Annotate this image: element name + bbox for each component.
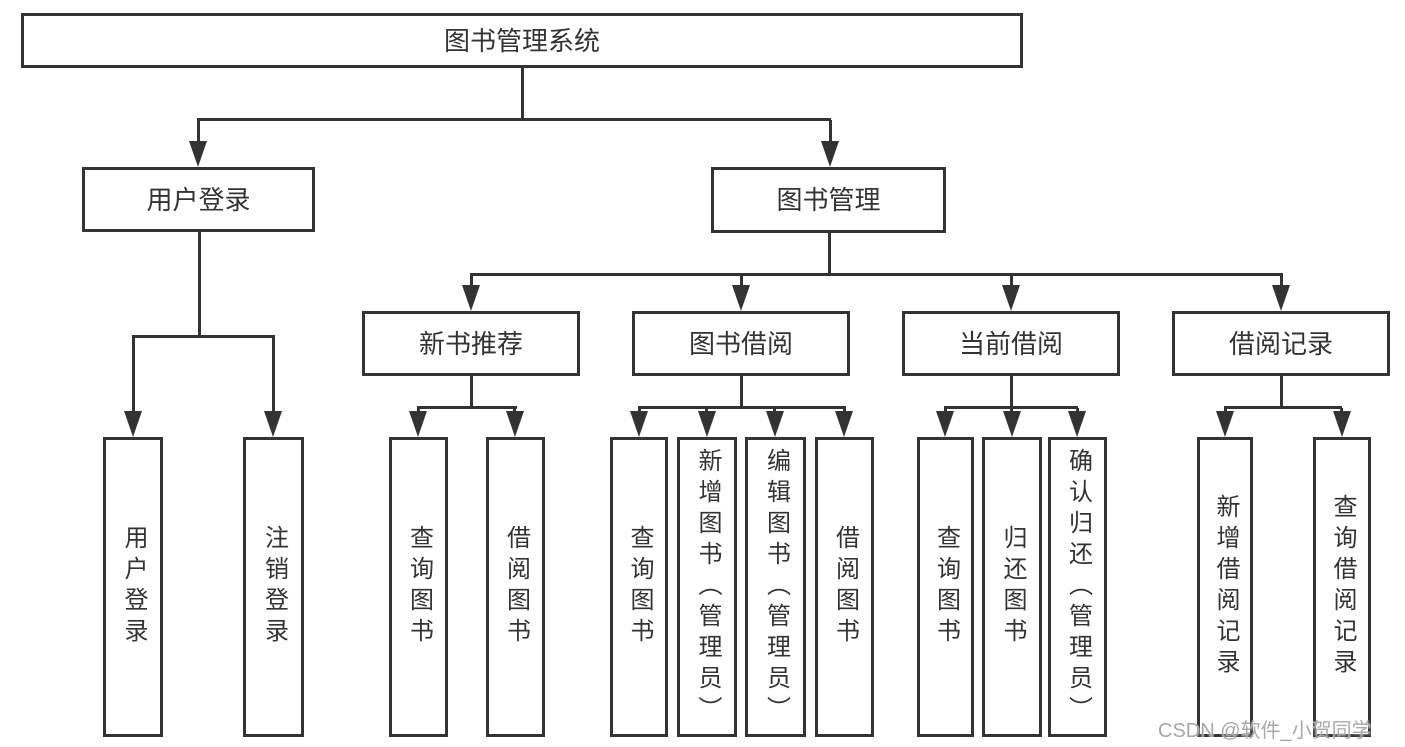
connector-arrowhead-icon: [821, 141, 839, 167]
connector-line: [828, 233, 831, 275]
connector-line: [197, 120, 200, 144]
leaf-newbook-borrow-books: 借阅图书: [486, 437, 545, 737]
connector-line: [1280, 376, 1283, 408]
connector-line: [198, 232, 201, 337]
node-borrow-records-label: 借阅记录: [1228, 328, 1333, 359]
leaf-newbook-query-books-label: 查询图书: [405, 525, 433, 649]
connector-line: [740, 275, 743, 287]
leaf-current-query-books-label: 查询图书: [932, 525, 960, 649]
leaf-logout: 注销登录: [243, 437, 304, 737]
leaf-current-confirm-return-admin-label: 确认归还（管理员）: [1064, 447, 1092, 727]
node-book-borrow-label: 图书借阅: [688, 328, 793, 359]
connector-line: [417, 406, 517, 409]
connector-arrowhead-icon: [1272, 285, 1290, 311]
leaf-borrow-borrow-books: 借阅图书: [815, 437, 874, 737]
connector-arrowhead-icon: [124, 411, 142, 437]
connector-line: [470, 275, 473, 287]
leaf-current-return-books-label: 归还图书: [999, 525, 1026, 649]
connector-arrowhead-icon: [1333, 411, 1351, 437]
leaf-borrow-query-books: 查询图书: [610, 437, 668, 737]
connector-line: [470, 273, 1283, 276]
connector-line: [1010, 275, 1013, 287]
connector-line: [1010, 376, 1013, 408]
leaf-borrow-borrow-books-label: 借阅图书: [831, 525, 859, 649]
connector-line: [132, 337, 135, 413]
connector-arrowhead-icon: [409, 411, 427, 437]
node-book-mgmt: 图书管理: [711, 167, 946, 233]
leaf-current-confirm-return-admin: 确认归还（管理员）: [1048, 437, 1107, 737]
leaf-logout-label: 注销登录: [260, 525, 288, 649]
connector-line: [944, 406, 1078, 409]
connector-line: [470, 376, 473, 408]
connector-arrowhead-icon: [1003, 411, 1021, 437]
leaf-current-return-books: 归还图书: [982, 437, 1042, 737]
leaf-user-login: 用户登录: [103, 437, 163, 737]
leaf-records-add-record: 新增借阅记录: [1197, 437, 1253, 737]
connector-arrowhead-icon: [630, 411, 648, 437]
node-user-login-label: 用户登录: [146, 184, 251, 215]
node-borrow-records: 借阅记录: [1172, 311, 1390, 376]
connector-line: [132, 335, 275, 338]
node-root-label: 图书管理系统: [443, 25, 600, 56]
node-user-login: 用户登录: [82, 167, 315, 232]
leaf-current-query-books: 查询图书: [917, 437, 974, 737]
connector-arrowhead-icon: [264, 411, 282, 437]
leaf-borrow-edit-books-admin-label: 编辑图书（管理员）: [762, 447, 790, 727]
connector-line: [521, 68, 524, 120]
connector-arrowhead-icon: [462, 285, 480, 311]
node-book-borrow: 图书借阅: [632, 311, 850, 376]
connector-arrowhead-icon: [1068, 411, 1086, 437]
node-new-book-recommend-label: 新书推荐: [418, 328, 523, 359]
connector-arrowhead-icon: [189, 141, 207, 167]
leaf-records-query-record: 查询借阅记录: [1313, 437, 1371, 737]
connector-arrowhead-icon: [698, 411, 716, 437]
leaf-records-query-record-label: 查询借阅记录: [1329, 494, 1356, 680]
node-current-borrow: 当前借阅: [902, 311, 1120, 376]
leaf-borrow-add-books-admin-label: 新增图书（管理员）: [694, 447, 721, 727]
node-book-mgmt-label: 图书管理: [776, 185, 881, 215]
connector-arrowhead-icon: [1216, 411, 1234, 437]
connector-arrowhead-icon: [1002, 285, 1020, 311]
connector-arrowhead-icon: [835, 411, 853, 437]
connector-arrowhead-icon: [936, 411, 954, 437]
node-new-book-recommend: 新书推荐: [362, 311, 580, 376]
leaf-borrow-add-books-admin: 新增图书（管理员）: [677, 437, 737, 737]
leaf-borrow-query-books-label: 查询图书: [626, 525, 653, 649]
connector-line: [197, 118, 831, 121]
leaf-user-login-label: 用户登录: [120, 525, 147, 649]
connector-line: [829, 120, 832, 144]
connector-line: [638, 406, 846, 409]
connector-arrowhead-icon: [766, 411, 784, 437]
connector-line: [272, 337, 275, 413]
leaf-newbook-query-books: 查询图书: [389, 437, 448, 737]
connector-line: [1280, 275, 1283, 287]
node-root: 图书管理系统: [21, 13, 1023, 68]
leaf-newbook-borrow-books-label: 借阅图书: [502, 525, 530, 649]
csdn-watermark: CSDN @软件_小贺同学: [1158, 720, 1372, 742]
connector-line: [740, 376, 743, 408]
leaf-records-add-record-label: 新增借阅记录: [1212, 494, 1239, 680]
connector-arrowhead-icon: [506, 411, 524, 437]
connector-arrowhead-icon: [732, 285, 750, 311]
connector-line: [1224, 406, 1342, 409]
node-current-borrow-label: 当前借阅: [958, 328, 1063, 359]
leaf-borrow-edit-books-admin: 编辑图书（管理员）: [745, 437, 806, 737]
